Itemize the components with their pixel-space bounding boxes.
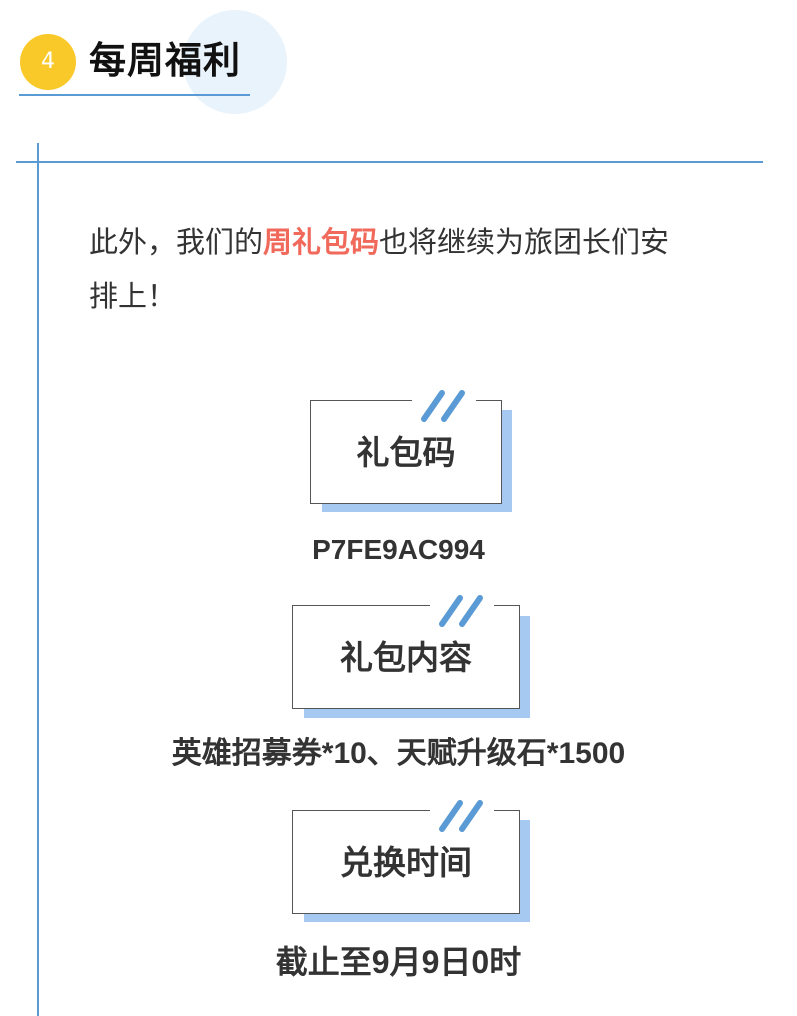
section-number-badge: 4 <box>20 34 76 90</box>
intro-paragraph: 此外，我们的周礼包码也将继续为旅团长们安 排上！ <box>89 215 749 323</box>
label-box-content: 礼包内容 <box>292 605 520 709</box>
intro-highlight: 周礼包码 <box>263 225 380 259</box>
header-decor-circle <box>183 10 287 114</box>
section-title: 每周福利 <box>89 39 241 82</box>
intro-text-line2: 排上！ <box>89 279 177 313</box>
header-underline <box>19 94 250 96</box>
intro-text-after: 也将继续为旅团长们安 <box>379 225 670 259</box>
double-slash-icon <box>430 588 494 632</box>
gift-content-value: 英雄招募券*10、天赋升级石*1500 <box>171 737 626 770</box>
exchange-time-value: 截止至9月9日0时 <box>275 944 522 980</box>
frame-horizontal-line <box>16 161 763 163</box>
double-slash-icon <box>430 793 494 837</box>
double-slash-icon <box>412 383 476 427</box>
intro-text-before: 此外，我们的 <box>89 225 264 259</box>
frame-vertical-line <box>37 143 39 1016</box>
gift-code-value: P7FE9AC994 <box>312 534 485 565</box>
label-box-code: 礼包码 <box>310 400 502 504</box>
